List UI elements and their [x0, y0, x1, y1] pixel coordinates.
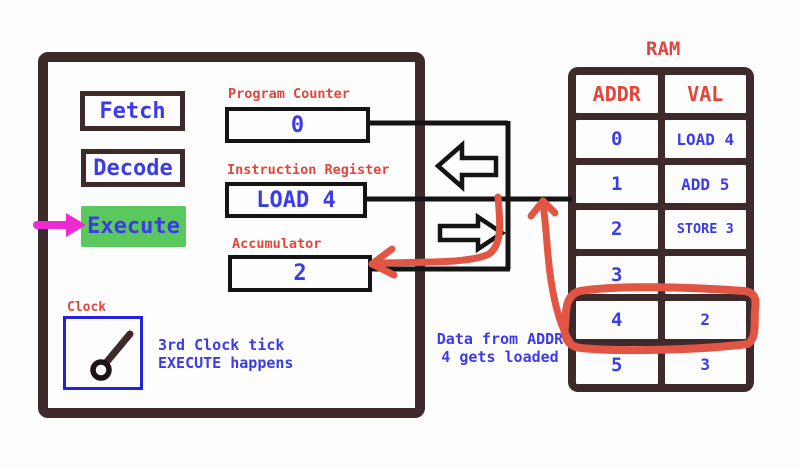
fetch-button[interactable]: Fetch [80, 91, 185, 131]
ram-row2-addr: 2 [576, 210, 658, 249]
accumulator-value: 2 [228, 255, 372, 292]
instruction-register-label: Instruction Register [227, 162, 390, 178]
ram-to-bus-red-arrow [527, 197, 574, 346]
ram-row4-val: 2 [664, 300, 746, 339]
ram-header-val: VAL [664, 75, 746, 114]
decode-button[interactable]: Decode [81, 149, 185, 187]
clock-label: Clock [67, 300, 107, 315]
program-counter-value: 0 [225, 107, 370, 143]
arrow-right-icon [437, 212, 507, 254]
arrow-left-icon [434, 140, 499, 192]
ram-table: ADDR VAL 0 LOAD 4 1 ADD 5 2 STORE 3 3 4 … [568, 67, 754, 392]
ram-title: RAM [646, 38, 681, 60]
ram-row4-addr: 4 [576, 300, 658, 339]
accumulator-label: Accumulator [232, 236, 322, 252]
annotation-line2: 4 gets loaded [441, 348, 559, 366]
ram-header-addr: ADDR [576, 75, 658, 114]
ram-row2-val: STORE 3 [664, 210, 746, 249]
ram-row0-val: LOAD 4 [664, 120, 746, 159]
ram-row1-val: ADD 5 [664, 165, 746, 204]
ram-row0-addr: 0 [576, 120, 658, 159]
program-counter-label: Program Counter [228, 86, 350, 102]
ram-row3-val [664, 255, 746, 294]
ram-row1-addr: 1 [576, 165, 658, 204]
ram-row5-val: 3 [664, 345, 746, 384]
execute-button-active[interactable]: Execute [81, 206, 186, 247]
clock-indicator [63, 316, 143, 390]
annotation-line1: Data from ADDR [436, 330, 564, 348]
instruction-register-value: LOAD 4 [225, 182, 367, 218]
clock-note-line1: 3rd Clock tick [158, 336, 285, 354]
clock-note-line2: EXECUTE happens [158, 354, 294, 372]
ram-row3-addr: 3 [576, 255, 658, 294]
ram-row5-addr: 5 [576, 345, 658, 384]
